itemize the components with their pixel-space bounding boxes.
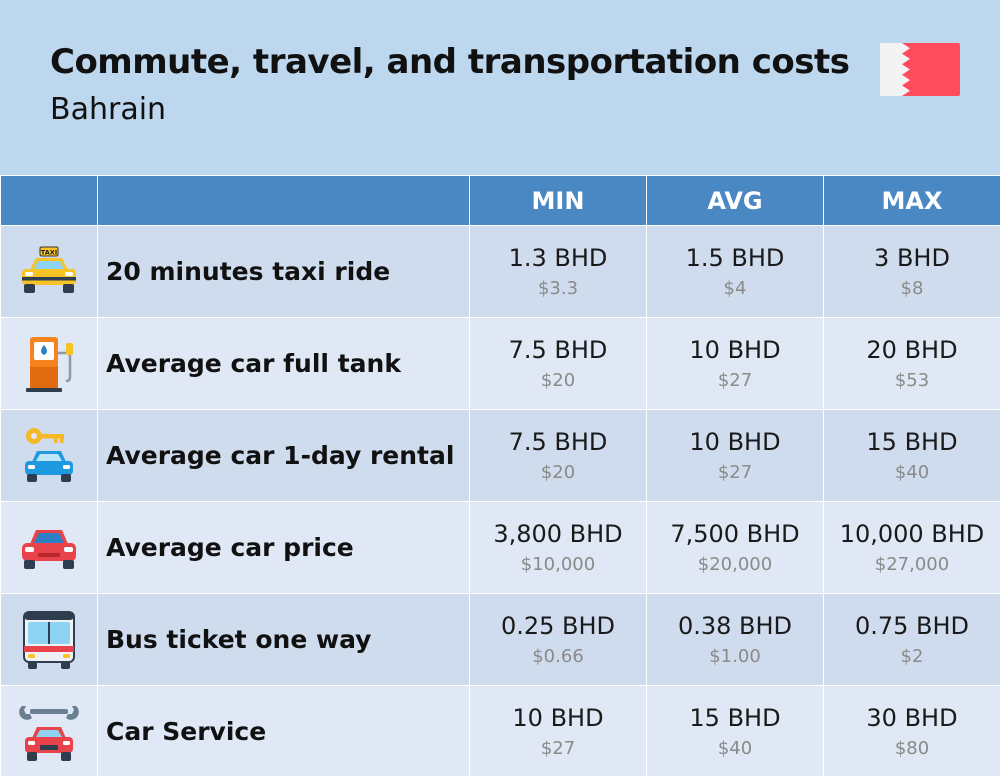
value-usd: $27,000 (874, 554, 950, 575)
value-bhd: 10,000 BHD (839, 520, 985, 548)
row-icon-cell (0, 317, 98, 410)
value-usd: $80 (894, 738, 930, 759)
page-title: Commute, travel, and transportation cost… (50, 42, 850, 82)
row-icon-cell (0, 593, 98, 686)
column-header-avg: AVG (646, 175, 824, 226)
header-label-cell (97, 175, 470, 226)
value-usd: $3.3 (537, 278, 579, 299)
value-cell-avg: 10 BHD $27 (646, 409, 824, 502)
value-cell-avg: 15 BHD $40 (646, 685, 824, 776)
value-cell-avg: 1.5 BHD $4 (646, 225, 824, 318)
value-cell-min: 0.25 BHD $0.66 (469, 593, 647, 686)
value-usd: $4 (723, 278, 747, 299)
value-usd: $27 (717, 370, 753, 391)
fuel-pump-icon (26, 336, 73, 392)
value-usd: $40 (894, 462, 930, 483)
row-label: Average car price (97, 501, 470, 594)
column-header-min: MIN (469, 175, 647, 226)
row-label: Car Service (97, 685, 470, 776)
row-icon-cell: TAXI (0, 225, 98, 318)
value-cell-max: 20 BHD $53 (823, 317, 1000, 410)
country-subtitle: Bahrain (50, 92, 167, 127)
value-bhd: 7,500 BHD (670, 520, 800, 548)
value-bhd: 1.5 BHD (685, 244, 785, 272)
value-bhd: 10 BHD (689, 428, 781, 456)
row-icon-cell (0, 685, 98, 776)
row-label: Average car 1-day rental (97, 409, 470, 502)
value-usd: $40 (717, 738, 753, 759)
value-bhd: 30 BHD (866, 704, 958, 732)
value-cell-min: 3,800 BHD $10,000 (469, 501, 647, 594)
header-icon-cell (0, 175, 98, 226)
table-row: TAXI 20 minutes taxi ride 1.3 BHD $3.3 1… (0, 225, 1000, 318)
value-usd: $20,000 (697, 554, 773, 575)
row-label: 20 minutes taxi ride (97, 225, 470, 318)
value-usd: $53 (894, 370, 930, 391)
value-usd: $20 (540, 370, 576, 391)
car-service-wrench-icon (19, 705, 79, 761)
table-row: Average car full tank 7.5 BHD $20 10 BHD… (0, 317, 1000, 410)
car-rental-key-icon (25, 427, 73, 482)
value-usd: $27 (717, 462, 753, 483)
svg-text:TAXI: TAXI (41, 248, 57, 256)
value-usd: $1.00 (709, 646, 761, 667)
value-usd: $10,000 (520, 554, 596, 575)
value-bhd: 10 BHD (512, 704, 604, 732)
value-cell-min: 10 BHD $27 (469, 685, 647, 776)
value-cell-min: 7.5 BHD $20 (469, 409, 647, 502)
value-usd: $27 (540, 738, 576, 759)
value-cell-max: 0.75 BHD $2 (823, 593, 1000, 686)
value-cell-avg: 0.38 BHD $1.00 (646, 593, 824, 686)
value-bhd: 7.5 BHD (508, 336, 608, 364)
car-icon (22, 529, 76, 569)
value-cell-avg: 10 BHD $27 (646, 317, 824, 410)
table-row: Average car price 3,800 BHD $10,000 7,50… (0, 501, 1000, 594)
value-cell-max: 30 BHD $80 (823, 685, 1000, 776)
value-usd: $20 (540, 462, 576, 483)
value-cell-avg: 7,500 BHD $20,000 (646, 501, 824, 594)
column-header-max: MAX (823, 175, 1000, 226)
row-label: Average car full tank (97, 317, 470, 410)
value-bhd: 1.3 BHD (508, 244, 608, 272)
value-cell-max: 15 BHD $40 (823, 409, 1000, 502)
value-bhd: 15 BHD (866, 428, 958, 456)
row-label: Bus ticket one way (97, 593, 470, 686)
header: Commute, travel, and transportation cost… (0, 0, 1000, 175)
table-row: Car Service 10 BHD $27 15 BHD $40 30 BHD… (0, 685, 1000, 776)
table-row: Bus ticket one way 0.25 BHD $0.66 0.38 B… (0, 593, 1000, 686)
bahrain-flag-icon (880, 43, 960, 96)
table-header-row: MIN AVG MAX (0, 175, 1000, 226)
value-cell-min: 7.5 BHD $20 (469, 317, 647, 410)
taxi-icon: TAXI (22, 246, 76, 293)
value-bhd: 20 BHD (866, 336, 958, 364)
value-cell-max: 10,000 BHD $27,000 (823, 501, 1000, 594)
value-usd: $0.66 (532, 646, 584, 667)
value-bhd: 10 BHD (689, 336, 781, 364)
value-bhd: 0.25 BHD (500, 612, 616, 640)
value-cell-max: 3 BHD $8 (823, 225, 1000, 318)
value-bhd: 0.75 BHD (854, 612, 970, 640)
row-icon-cell (0, 409, 98, 502)
value-bhd: 15 BHD (689, 704, 781, 732)
value-bhd: 7.5 BHD (508, 428, 608, 456)
value-bhd: 0.38 BHD (677, 612, 793, 640)
table-row: Average car 1-day rental 7.5 BHD $20 10 … (0, 409, 1000, 502)
value-usd: $8 (900, 278, 924, 299)
costs-table: MIN AVG MAX TAXI 20 (0, 175, 1000, 776)
bus-icon (23, 610, 75, 669)
value-usd: $2 (900, 646, 924, 667)
value-bhd: 3 BHD (874, 244, 950, 272)
value-bhd: 3,800 BHD (493, 520, 623, 548)
row-icon-cell (0, 501, 98, 594)
value-cell-min: 1.3 BHD $3.3 (469, 225, 647, 318)
